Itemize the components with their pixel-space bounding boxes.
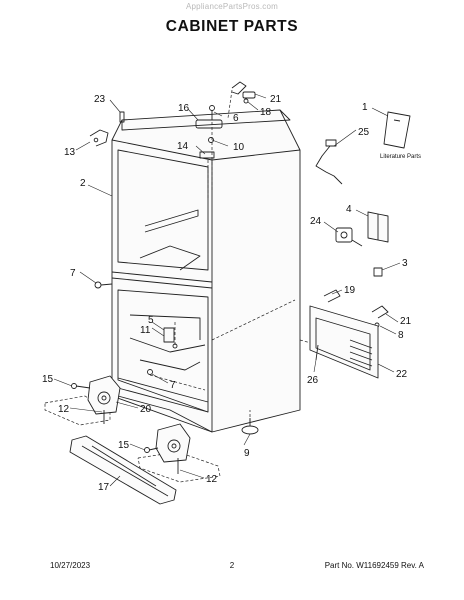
wire-harness <box>315 139 343 185</box>
callout-2: 2 <box>80 178 86 189</box>
callout-12b: 12 <box>206 474 218 485</box>
callout-17: 17 <box>98 482 110 493</box>
callout-9: 9 <box>244 448 250 459</box>
callout-15b: 15 <box>118 440 130 451</box>
small-clip <box>373 267 383 277</box>
toe-grille <box>69 435 177 505</box>
watermark: AppliancePartsPros.com <box>186 2 278 11</box>
callout-19: 19 <box>344 285 356 296</box>
callout-4: 4 <box>346 204 352 215</box>
callout-8: 8 <box>398 330 404 341</box>
callout-20: 20 <box>140 404 152 415</box>
page-title: CABINET PARTS <box>165 18 299 35</box>
valve-assembly <box>335 227 363 247</box>
literature-label: Literature Parts <box>380 154 421 160</box>
callout-21b: 21 <box>400 316 412 327</box>
divider-hardware <box>195 105 223 159</box>
callout-11: 11 <box>140 325 151 336</box>
callout-25: 25 <box>358 127 370 138</box>
callout-23: 23 <box>94 94 106 105</box>
rear-access-cover <box>309 305 379 379</box>
footer-page-number: 2 <box>229 561 235 570</box>
right-roller-assembly <box>144 423 191 474</box>
callout-13: 13 <box>64 147 76 158</box>
literature-pack <box>383 111 411 149</box>
callout-7b: 7 <box>170 380 176 391</box>
drain-tube <box>315 344 319 361</box>
top-hinge-parts <box>89 111 125 147</box>
screws <box>94 281 153 375</box>
callout-16: 16 <box>178 103 190 114</box>
callout-1: 1 <box>362 102 368 113</box>
footer-part-number: Part No. W11692459 Rev. A <box>324 561 424 570</box>
lower-mounting-parts <box>163 327 178 349</box>
footer-date: 10/27/2023 <box>50 561 91 570</box>
left-roller-assembly <box>71 375 121 424</box>
callout-22: 22 <box>396 369 408 380</box>
callout-10: 10 <box>233 142 245 153</box>
callout-21: 21 <box>270 94 282 105</box>
callout-15: 15 <box>42 374 54 385</box>
callout-18: 18 <box>260 107 272 118</box>
cabinet-shell <box>111 109 301 433</box>
callout-7: 7 <box>70 268 76 279</box>
top-bracket-parts <box>231 81 256 104</box>
callout-3: 3 <box>402 258 408 269</box>
callout-12: 12 <box>58 404 70 415</box>
mullion-bracket <box>367 211 389 243</box>
callout-24: 24 <box>310 216 322 227</box>
callout-26: 26 <box>307 375 319 386</box>
callout-14: 14 <box>177 141 189 152</box>
callout-6: 6 <box>233 113 239 124</box>
callout-5: 5 <box>148 315 154 326</box>
